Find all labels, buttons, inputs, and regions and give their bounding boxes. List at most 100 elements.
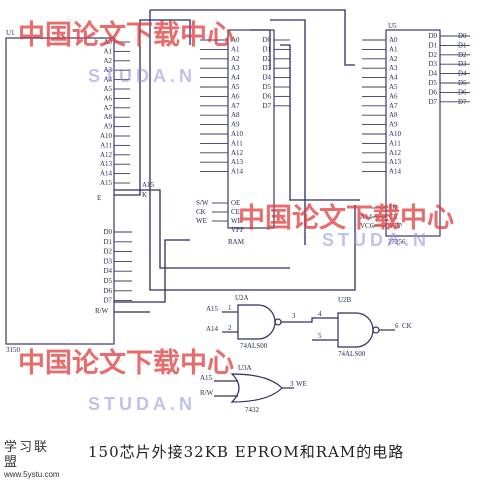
eprom-pin-a9: A9	[389, 121, 398, 129]
eprom-pin-a5: A5	[389, 83, 398, 91]
watermark-text-3: 中国论文下载中心	[18, 347, 234, 379]
u3a-out-label: WE	[296, 380, 307, 388]
eprom-pin-ce: CE	[389, 213, 398, 221]
u1-pin-a13: A13	[100, 160, 113, 168]
eprom-pin-lines	[362, 35, 470, 227]
u1-pin-d2: D2	[103, 248, 112, 256]
u1-pin-d0: D0	[103, 228, 112, 236]
eprom-pin-a0: A0	[389, 36, 398, 44]
eprom-pin-a4: A4	[389, 74, 398, 82]
u3a-pin3: 3	[290, 380, 294, 388]
u1-pin-a1: A1	[103, 47, 112, 55]
u3a-ref: U3A	[238, 364, 252, 372]
u1-pin-a14: A14	[100, 170, 113, 178]
u1-body	[5, 37, 115, 345]
u1-pin-a8: A8	[103, 113, 112, 121]
u2a-in2-label: A14	[206, 325, 219, 333]
u2b-pin4: 4	[318, 310, 322, 318]
u2a-pin2: 2	[228, 324, 232, 332]
u1-pin-rw: R/W	[95, 307, 109, 315]
ram-pin-we: WE	[231, 217, 242, 225]
ram-pin-ce: CE	[231, 208, 240, 216]
watermark-url-2: STUDA.N	[322, 230, 430, 250]
eprom-pin-d7: D7	[428, 98, 437, 106]
ram-pin-d2: D2	[262, 55, 271, 63]
eprom-net-ce: A14	[360, 213, 373, 221]
u3a-in2-label: R/W	[200, 389, 214, 397]
u1-pin-a11: A11	[100, 141, 112, 149]
u1-pin-lines	[114, 41, 132, 302]
ram-pin-a8: A8	[231, 111, 240, 119]
eprom-pin-a1: A1	[389, 45, 398, 53]
eprom-pin-d2: D2	[428, 51, 437, 59]
logo-text: 学习联盟	[4, 440, 50, 470]
ram-pin-a0: A0	[231, 36, 240, 44]
u1-net-k: K	[142, 191, 147, 199]
u1-pin-a0: A0	[103, 38, 112, 46]
eprom-pin-d4: D4	[428, 70, 437, 78]
ram-pin-a1: A1	[231, 45, 240, 53]
eprom-pin-a3: A3	[389, 64, 398, 72]
ram-net-we: WE	[196, 217, 207, 225]
ram-pin-oe: OE	[231, 199, 240, 207]
ram-pin-a13: A13	[231, 158, 244, 166]
ram-pin-vpp: VPP	[231, 226, 244, 234]
u2b-out-label: CK	[402, 322, 412, 330]
u2b-pin5: 5	[318, 332, 322, 340]
logic-gates	[214, 304, 395, 403]
eprom-pin-d6: D6	[428, 88, 437, 96]
logo-url: www.5ystu.com	[4, 470, 60, 479]
ram-pin-a3: A3	[231, 64, 240, 72]
u1-pin-d3: D3	[103, 257, 112, 265]
eprom-pin-a11: A11	[389, 139, 401, 147]
eprom-net-vpp: VCC	[360, 222, 375, 230]
u2a-part: 74ALS00	[240, 342, 268, 350]
eprom-body	[385, 29, 441, 237]
u2a-nand-gate	[237, 304, 276, 340]
ram-pin-d5: D5	[262, 83, 271, 91]
eprom-pin-a13: A13	[389, 158, 402, 166]
eprom-pin-a6: A6	[389, 92, 398, 100]
u1-pin-a3: A3	[103, 66, 112, 74]
u3a-in1-label: A15	[200, 374, 213, 382]
u1-pin-e: E	[97, 194, 101, 202]
watermark-layer: 中国论文下载中心 STUDA.N 中国论文下载中心 STUDA.N 中国论文下载…	[18, 19, 454, 414]
u1-pin-a7: A7	[103, 104, 112, 112]
bus-wiring	[114, 9, 360, 313]
eprom-name: 27256	[388, 238, 406, 246]
u1-pin-a4: A4	[103, 76, 112, 84]
ram-pin-d6: D6	[262, 92, 271, 100]
u2a-bubble	[274, 318, 282, 326]
u1-ref: U1	[6, 29, 15, 37]
eprom-pin-oe: OE	[389, 204, 398, 212]
ram-pin-a12: A12	[231, 149, 244, 157]
ram-pin-a14: A14	[231, 168, 244, 176]
eprom-pin-vpp: VPP	[389, 222, 402, 230]
watermark-url-3: STUDA.N	[88, 394, 196, 414]
figure-caption: 150芯片外接32KB EPROM和RAM的电路	[88, 443, 405, 461]
eprom-pin-a8: A8	[389, 111, 398, 119]
ram-pin-d7: D7	[262, 102, 271, 110]
figure-caption-bar: 150芯片外接32KB EPROM和RAM的电路	[0, 440, 500, 466]
ram-pin-a11: A11	[231, 139, 243, 147]
u1-pin-d7: D7	[103, 297, 112, 305]
u1-part: 3150	[6, 346, 21, 354]
ram-pin-d1: D1	[262, 45, 271, 53]
eprom-pin-d1: D1	[428, 41, 437, 49]
watermark-text-1: 中国论文下载中心	[18, 19, 234, 51]
eprom-pin-d3: D3	[428, 60, 437, 68]
ram-pin-a9: A9	[231, 121, 240, 129]
eprom-pin-a7: A7	[389, 102, 398, 110]
u2a-in1-label: A15	[206, 305, 219, 313]
u1-pin-a5: A5	[103, 85, 112, 93]
ram-name: RAM	[228, 238, 245, 246]
u1-pin-a6: A6	[103, 94, 112, 102]
eprom-pin-a12: A12	[389, 149, 402, 157]
u2b-pin6: 6	[395, 322, 399, 330]
